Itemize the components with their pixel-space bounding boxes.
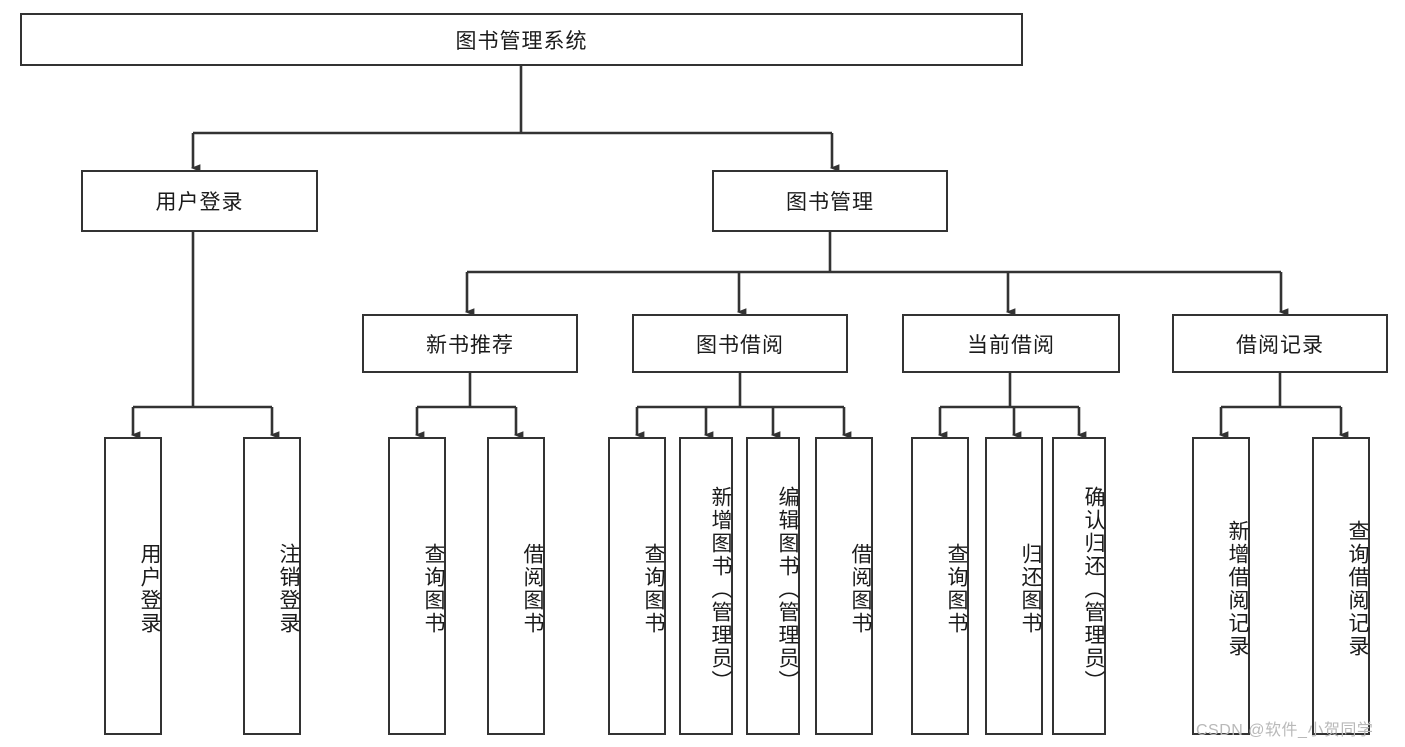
node-label: 当前借阅 (967, 333, 1055, 357)
node-root[interactable]: 图书管理系统 (20, 13, 1023, 66)
node-borrow-record[interactable]: 借阅记录 (1172, 314, 1388, 373)
node-label: 借阅记录 (1236, 333, 1324, 357)
leaf-query-book-recommend[interactable]: 查询图书 (388, 437, 446, 735)
leaf-query-book-current[interactable]: 查询图书 (911, 437, 969, 735)
node-label: 用户登录 (138, 543, 161, 635)
leaf-return-book[interactable]: 归还图书 (985, 437, 1043, 735)
node-book-borrow[interactable]: 图书借阅 (632, 314, 848, 373)
leaf-logout-login[interactable]: 注销登录 (243, 437, 301, 735)
node-label: 新书推荐 (426, 333, 514, 357)
node-new-book-recommend[interactable]: 新书推荐 (362, 314, 578, 373)
leaf-add-borrow-record[interactable]: 新增借阅记录 (1192, 437, 1250, 735)
node-label: 归还图书 (1019, 543, 1042, 635)
node-label: 查询图书 (642, 543, 665, 635)
leaf-borrow-book[interactable]: 借阅图书 (815, 437, 873, 735)
node-label: 借阅图书 (521, 543, 544, 635)
leaf-query-book-borrow[interactable]: 查询图书 (608, 437, 666, 735)
node-label: 查询图书 (945, 543, 968, 635)
node-label: 新增借阅记录 (1226, 520, 1249, 658)
node-label: 图书管理 (786, 191, 874, 214)
node-user-login[interactable]: 用户登录 (81, 170, 318, 232)
node-label: 借阅图书 (849, 543, 872, 635)
csdn-watermark: CSDN @软件_小贺同学 (1196, 722, 1374, 739)
node-label: 图书借阅 (696, 333, 784, 357)
node-label: 编辑图书（管理员） (776, 485, 799, 693)
leaf-user-login[interactable]: 用户登录 (104, 437, 162, 735)
node-book-management[interactable]: 图书管理 (712, 170, 948, 232)
node-label: 确认归还（管理员） (1082, 485, 1105, 693)
node-label: 用户登录 (155, 191, 244, 214)
node-current-borrow[interactable]: 当前借阅 (902, 314, 1120, 373)
node-label: 查询图书 (422, 543, 445, 635)
leaf-borrow-book-recommend[interactable]: 借阅图书 (487, 437, 545, 735)
leaf-edit-book-admin[interactable]: 编辑图书（管理员） (746, 437, 800, 735)
node-label: 新增图书（管理员） (709, 485, 732, 693)
node-label: 图书管理系统 (455, 29, 588, 53)
leaf-confirm-return-admin[interactable]: 确认归还（管理员） (1052, 437, 1106, 735)
leaf-query-borrow-record[interactable]: 查询借阅记录 (1312, 437, 1370, 735)
leaf-add-book-admin[interactable]: 新增图书（管理员） (679, 437, 733, 735)
node-label: 注销登录 (277, 543, 300, 635)
node-label: 查询借阅记录 (1346, 520, 1369, 658)
